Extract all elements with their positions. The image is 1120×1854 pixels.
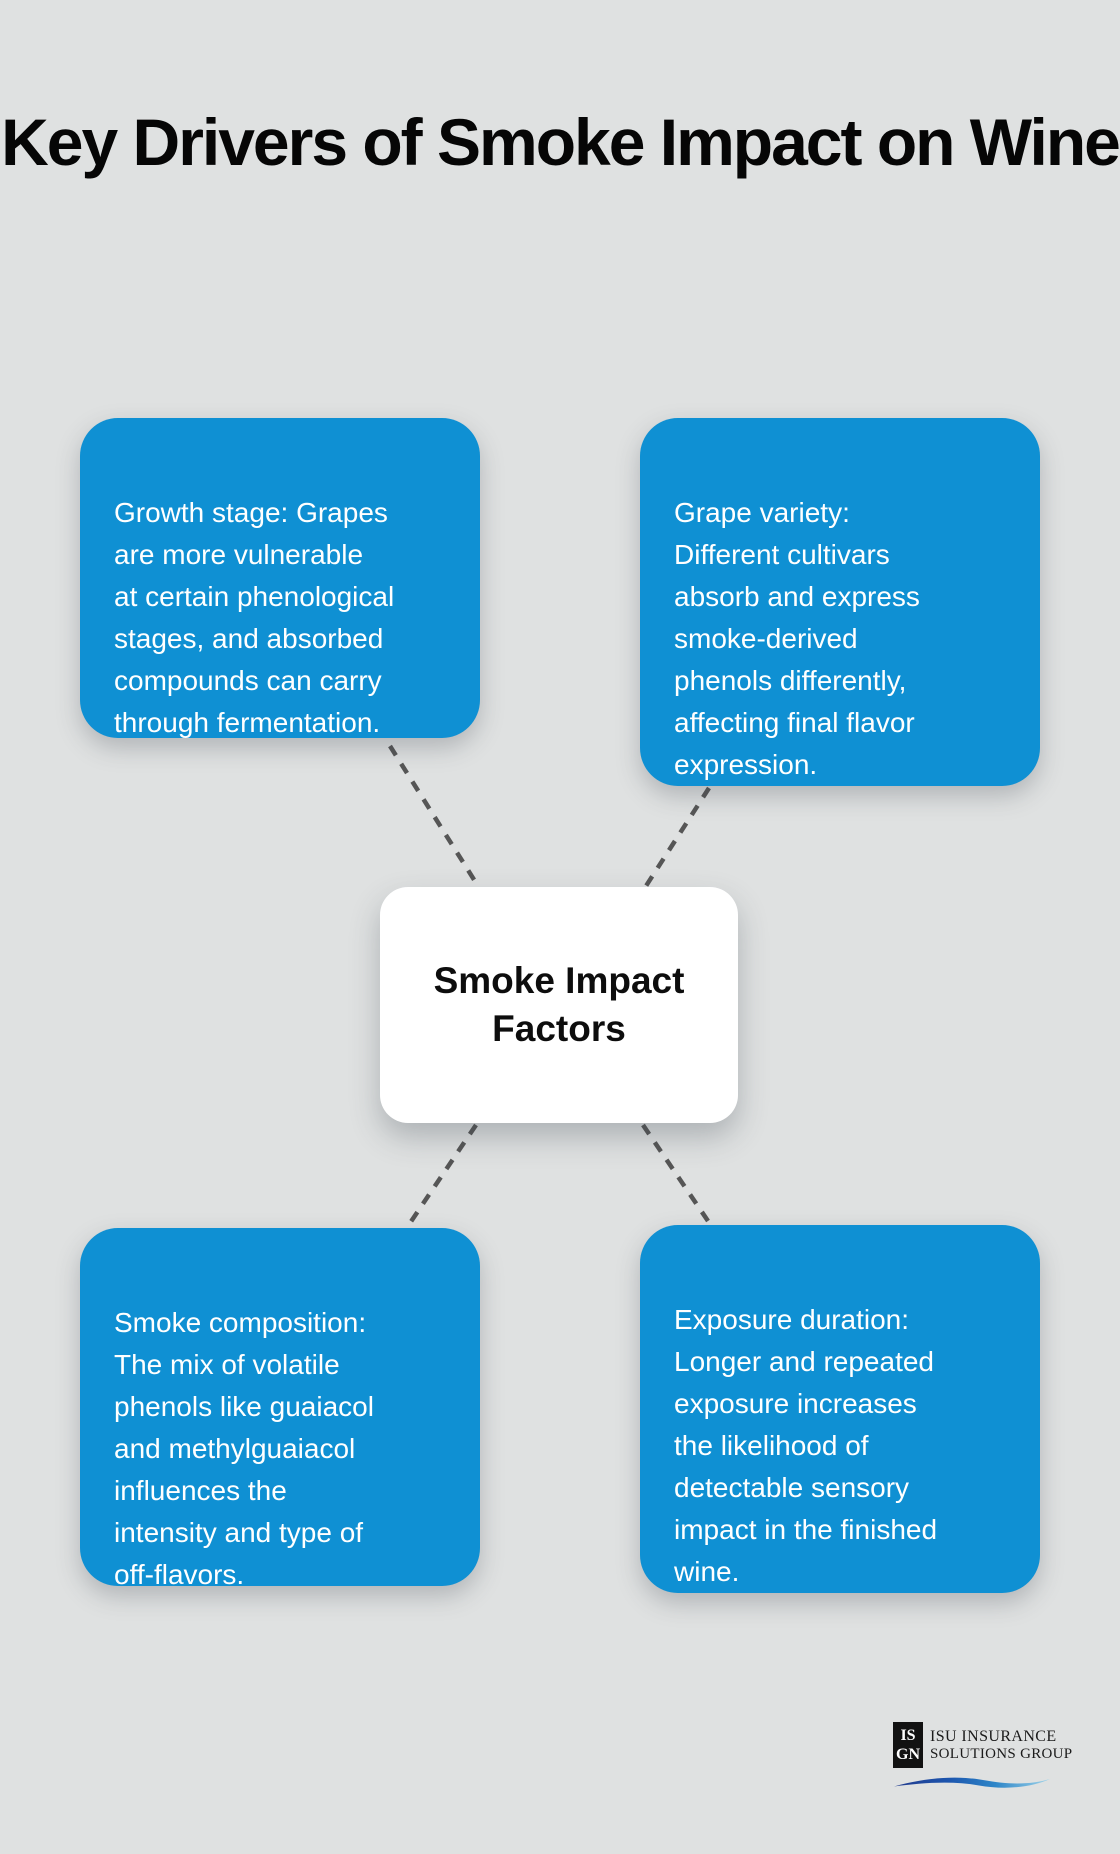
isu-logo-mark-top: IS bbox=[900, 1726, 916, 1744]
isu-logo-mark-bottom: GN bbox=[896, 1745, 920, 1763]
factor-box-growth-stage: Growth stage: Grapes are more vulnerable… bbox=[80, 418, 480, 738]
factor-text-exposure-duration: Exposure duration: Longer and repeated e… bbox=[674, 1304, 938, 1587]
page-title: Key Drivers of Smoke Impact on Wine bbox=[1, 105, 1120, 179]
center-node-label: Smoke Impact Factors bbox=[433, 960, 685, 1049]
connector-top-right bbox=[644, 786, 711, 888]
footer-logo: IS GN ISU INSURANCE SOLUTIONS GROUP bbox=[893, 1722, 1072, 1791]
logo-swoosh-icon bbox=[894, 1777, 1050, 1788]
factor-box-exposure-duration: Exposure duration: Longer and repeated e… bbox=[640, 1225, 1040, 1593]
isu-logo-mark: IS GN bbox=[893, 1722, 923, 1768]
factor-text-smoke-composition: Smoke composition: The mix of volatile p… bbox=[114, 1307, 374, 1590]
factor-text-growth-stage: Growth stage: Grapes are more vulnerable… bbox=[114, 497, 395, 738]
connector-top-left bbox=[388, 744, 480, 888]
factor-box-grape-variety: Grape variety: Different cultivars absor… bbox=[640, 418, 1040, 786]
footer-logo-text: ISU INSURANCE SOLUTIONS GROUP bbox=[930, 1727, 1072, 1763]
connector-bottom-left bbox=[408, 1123, 478, 1225]
footer-logo-line1: ISU INSURANCE bbox=[930, 1728, 1057, 1745]
footer-logo-row: IS GN ISU INSURANCE SOLUTIONS GROUP bbox=[893, 1722, 1072, 1768]
factor-text-grape-variety: Grape variety: Different cultivars absor… bbox=[674, 497, 920, 780]
connector-bottom-right bbox=[641, 1123, 710, 1223]
factor-box-smoke-composition: Smoke composition: The mix of volatile p… bbox=[80, 1228, 480, 1590]
center-node: Smoke Impact Factors bbox=[380, 887, 738, 1123]
footer-logo-line2: SOLUTIONS GROUP bbox=[930, 1746, 1073, 1762]
